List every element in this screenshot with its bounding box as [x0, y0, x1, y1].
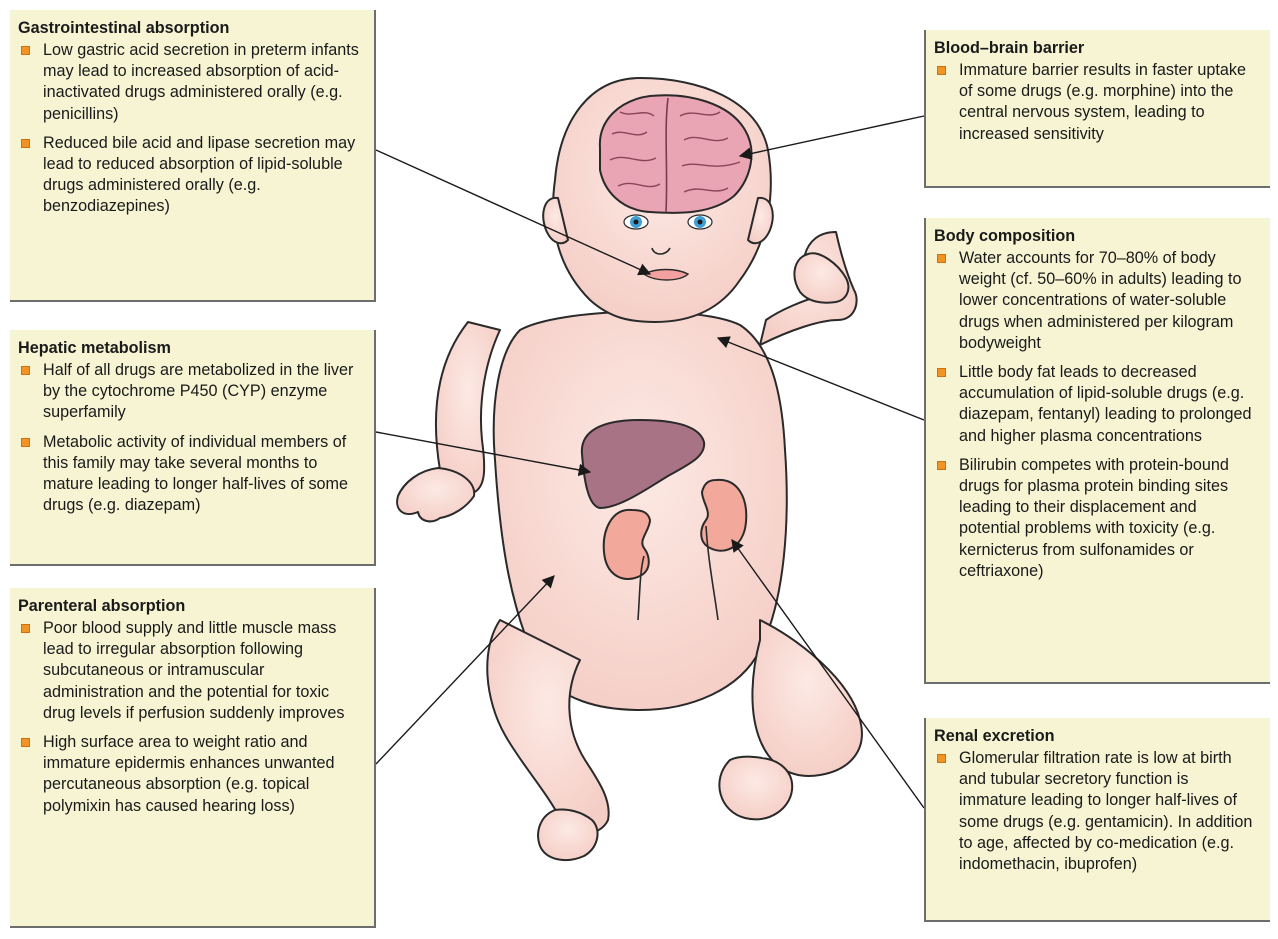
list-item: Water accounts for 70–80% of body weight… [934, 248, 1260, 354]
bullet-icon [21, 46, 30, 55]
bullet-icon [21, 738, 30, 747]
parenteral-absorption-box: Parenteral absorption Poor blood supply … [10, 588, 376, 928]
arrow-bbb [740, 116, 924, 156]
bullet-icon [21, 438, 30, 447]
bullet-icon [21, 366, 30, 375]
box-title: Hepatic metabolism [18, 338, 364, 359]
bullet-icon [21, 139, 30, 148]
brain-icon [600, 95, 752, 213]
bullet-list: Water accounts for 70–80% of body weight… [934, 248, 1260, 582]
list-item: Glomerular filtration rate is low at bir… [934, 748, 1260, 875]
list-item: Low gastric acid secretion in preterm in… [18, 40, 364, 125]
renal-excretion-box: Renal excretion Glomerular filtration ra… [924, 718, 1270, 922]
gastrointestinal-absorption-box: Gastrointestinal absorption Low gastric … [10, 10, 376, 302]
bullet-icon [21, 624, 30, 633]
list-item: Immature barrier results in faster uptak… [934, 60, 1260, 145]
box-title: Blood–brain barrier [934, 38, 1260, 59]
list-item: Reduced bile acid and lipase secretion m… [18, 133, 364, 218]
bullet-list: Half of all drugs are metabolized in the… [18, 360, 364, 516]
list-item: Little body fat leads to decreased accum… [934, 362, 1260, 447]
bullet-list: Glomerular filtration rate is low at bir… [934, 748, 1260, 875]
bullet-icon [937, 461, 946, 470]
bullet-icon [937, 66, 946, 75]
bullet-list: Immature barrier results in faster uptak… [934, 60, 1260, 145]
list-item: Bilirubin competes with protein-bound dr… [934, 455, 1260, 582]
box-title: Body composition [934, 226, 1260, 247]
blood-brain-barrier-box: Blood–brain barrier Immature barrier res… [924, 30, 1270, 188]
body-composition-box: Body composition Water accounts for 70–8… [924, 218, 1270, 684]
box-title: Renal excretion [934, 726, 1260, 747]
list-item: Half of all drugs are metabolized in the… [18, 360, 364, 424]
bullet-list: Low gastric acid secretion in preterm in… [18, 40, 364, 218]
bullet-list: Poor blood supply and little muscle mass… [18, 618, 364, 817]
list-item: Poor blood supply and little muscle mass… [18, 618, 364, 724]
bullet-icon [937, 368, 946, 377]
bullet-icon [937, 254, 946, 263]
box-title: Gastrointestinal absorption [18, 18, 364, 39]
list-item: Metabolic activity of individual members… [18, 432, 364, 517]
box-title: Parenteral absorption [18, 596, 364, 617]
list-item: High surface area to weight ratio and im… [18, 732, 364, 817]
bullet-icon [937, 754, 946, 763]
hepatic-metabolism-box: Hepatic metabolism Half of all drugs are… [10, 330, 376, 566]
